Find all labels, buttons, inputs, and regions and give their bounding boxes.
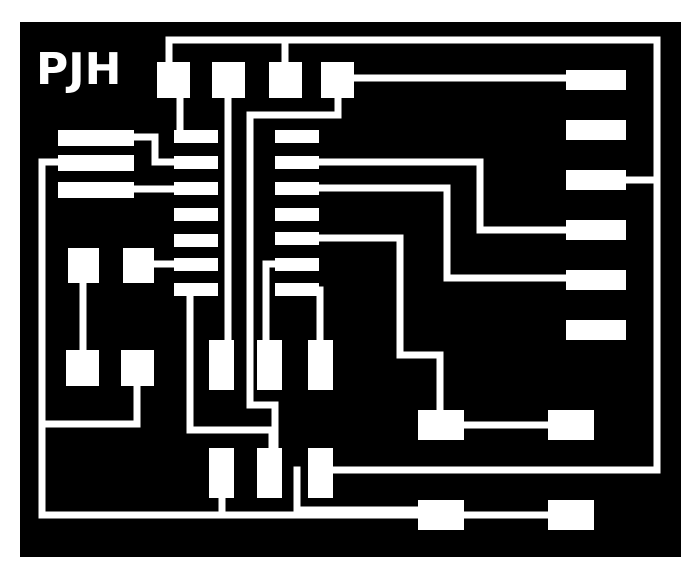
chip-left-pin-7 <box>174 283 218 296</box>
chip-left-pin-4 <box>174 208 218 221</box>
pad-header-1 <box>58 130 134 146</box>
chip-right-pin-5 <box>275 232 319 245</box>
chip-left-pin-3 <box>174 182 218 195</box>
chip-left-pin-1 <box>174 130 218 143</box>
chip-left-pin-6 <box>174 258 218 271</box>
pad-left-2 <box>123 248 154 283</box>
trace-top-rail <box>165 36 661 474</box>
trace-rpin4-lowerpad <box>316 234 444 429</box>
pad-mid-1 <box>209 340 234 390</box>
pad-lower-4 <box>548 500 594 530</box>
pad-mid-4 <box>209 448 234 498</box>
pad-left-1 <box>68 248 99 283</box>
chip-left-pin-5 <box>174 234 218 247</box>
chip-right-pin-2 <box>275 156 319 169</box>
pad-top-4 <box>321 62 354 98</box>
connector-pad-4 <box>566 220 626 240</box>
pads <box>58 62 626 530</box>
trace-rpin2-connector5 <box>316 184 602 282</box>
chip-left-pin-2 <box>174 156 218 169</box>
chip-right-pin-1 <box>275 130 319 143</box>
pad-left-4 <box>121 350 154 386</box>
trace-bottom-right <box>293 466 444 514</box>
pad-top-1 <box>157 62 190 98</box>
chip-right-pin-3 <box>275 182 319 195</box>
pad-top-3 <box>269 62 302 98</box>
chip-right-pin-6 <box>275 258 319 271</box>
connector-pad-1 <box>566 70 626 90</box>
pad-lower-3 <box>418 500 464 530</box>
trace-rpin1-connector4 <box>316 158 602 234</box>
pad-mid-5 <box>257 448 282 498</box>
connector-pad-2 <box>566 120 626 140</box>
pad-header-2 <box>58 155 134 171</box>
connector-pad-5 <box>566 270 626 290</box>
pad-lower-2 <box>548 410 594 440</box>
pad-left-3 <box>66 350 99 386</box>
connector-pad-6 <box>566 320 626 340</box>
chip-right-pin-4 <box>275 208 319 221</box>
connector-pad-3 <box>566 170 626 190</box>
pad-mid-3 <box>308 340 333 390</box>
pad-mid-2 <box>257 340 282 390</box>
board-label: PJH <box>36 44 121 95</box>
pad-mid-6 <box>308 448 333 498</box>
pad-top-2 <box>212 62 245 98</box>
chip-right-pin-7 <box>275 283 319 296</box>
pad-lower-1 <box>418 410 464 440</box>
pad-header-3 <box>58 182 134 198</box>
trace-pad4-right-pins <box>246 76 342 479</box>
